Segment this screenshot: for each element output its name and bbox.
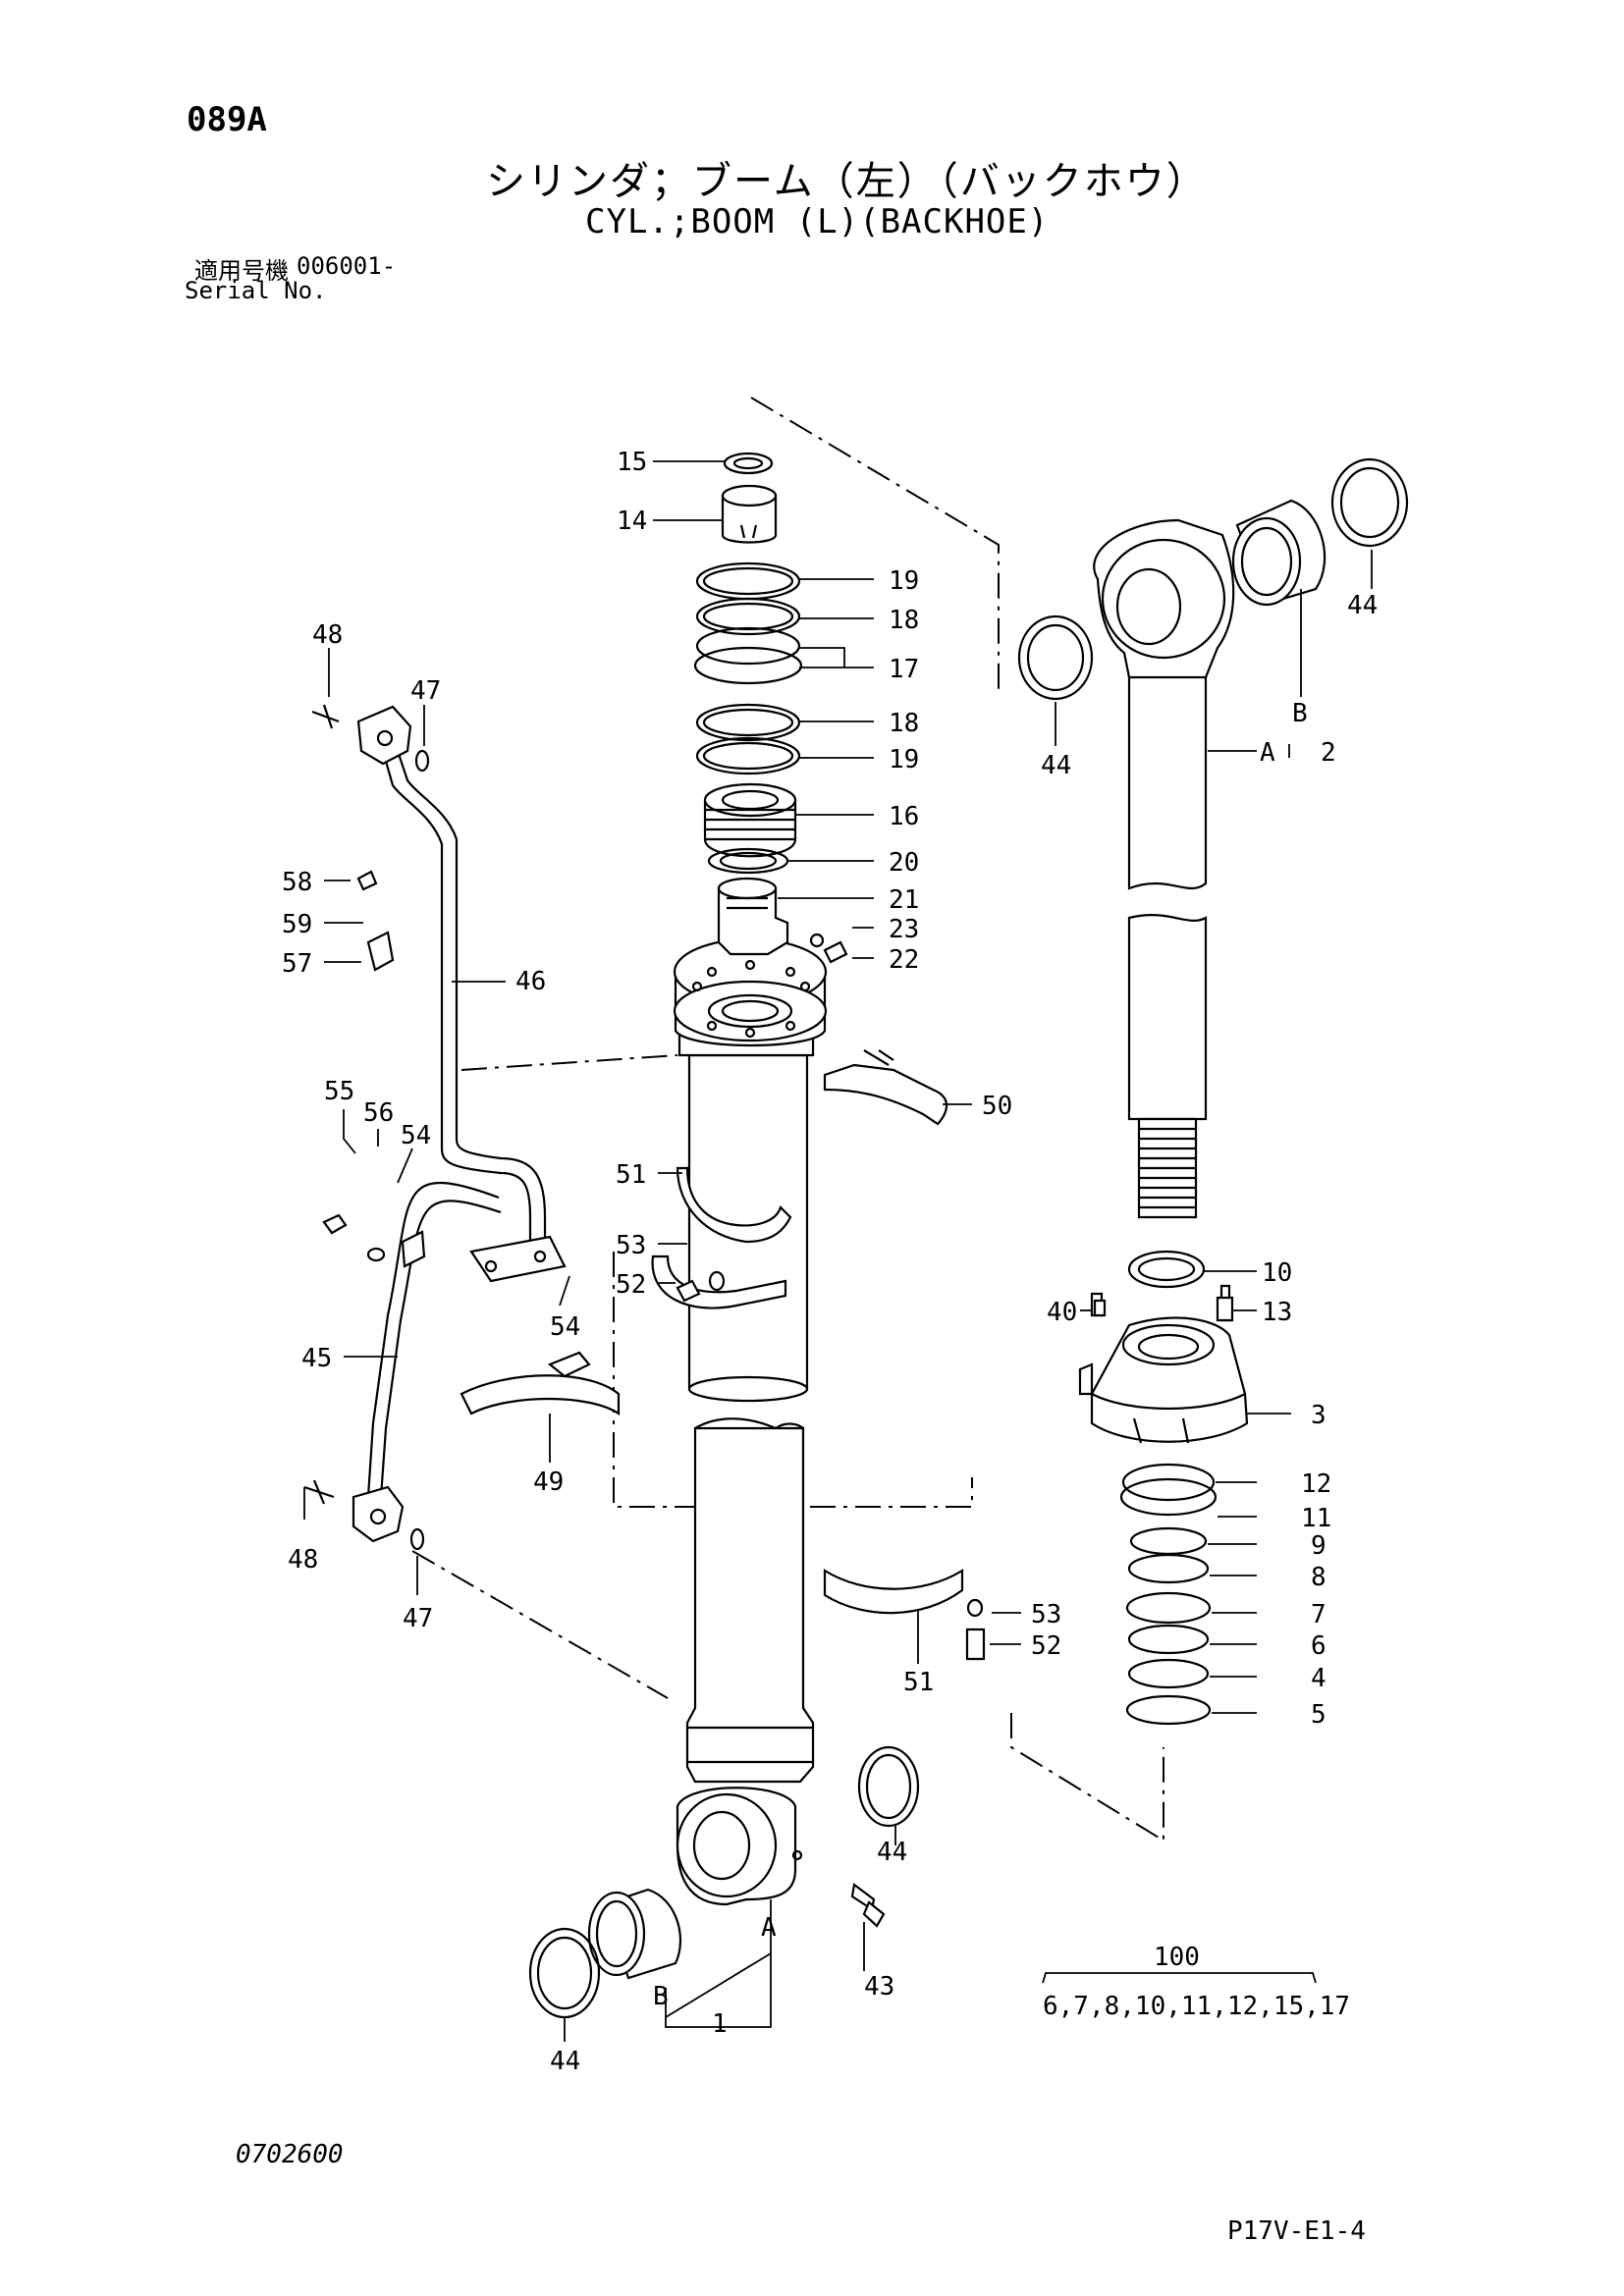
assembly-centerlines	[411, 397, 1164, 1842]
callout-19: 19	[889, 566, 919, 596]
callout-6: 6	[1311, 1631, 1326, 1661]
callout-47-lower: 47	[403, 1604, 433, 1633]
callout-54: 54	[401, 1121, 431, 1150]
callout-20: 20	[889, 848, 919, 878]
sheet-number: P17V-E1-4	[1227, 2216, 1366, 2246]
callout-46: 46	[515, 967, 546, 996]
callout-22: 22	[889, 945, 919, 975]
callout-47: 47	[410, 676, 441, 706]
rod-end-bushing-and-rings	[1017, 457, 1409, 701]
leader-lines	[303, 460, 1373, 2042]
kit-bracket	[1042, 1972, 1317, 1984]
callout-40: 40	[1047, 1298, 1077, 1327]
callout-9: 9	[1311, 1531, 1326, 1561]
callout-11: 11	[1301, 1504, 1331, 1533]
callout-10: 10	[1262, 1258, 1292, 1288]
callout-56: 56	[363, 1098, 394, 1128]
callout-53-lower: 53	[1031, 1600, 1061, 1629]
callout-17: 17	[889, 655, 919, 684]
callout-52: 52	[616, 1270, 646, 1300]
callout-51-lower: 51	[903, 1668, 934, 1697]
clamps-and-fasteners	[322, 870, 1234, 1661]
callout-55: 55	[324, 1077, 354, 1106]
callout-50: 50	[982, 1092, 1012, 1121]
callout-59: 59	[282, 910, 312, 939]
callout-48: 48	[312, 620, 343, 650]
callout-2: 2	[1321, 738, 1336, 768]
hydraulic-pipes	[303, 704, 567, 1551]
callout-45: 45	[301, 1344, 332, 1373]
callout-58: 58	[282, 868, 312, 897]
callout-18-lower: 18	[889, 709, 919, 738]
callout-44-bottom: 44	[550, 2047, 580, 2076]
piston-parts-stack	[693, 452, 848, 964]
callout-7: 7	[1311, 1600, 1326, 1629]
piston-rod	[1093, 518, 1235, 1219]
callout-52-lower: 52	[1031, 1631, 1061, 1661]
callout-57: 57	[282, 949, 312, 979]
callout-15: 15	[617, 448, 647, 477]
callout-44-rod: 44	[1041, 751, 1071, 780]
callout-8: 8	[1311, 1563, 1326, 1592]
kit-number: 100	[1154, 1943, 1200, 1972]
callout-21: 21	[889, 885, 919, 915]
cylinder-tube	[676, 1053, 815, 1906]
callout-5: 5	[1311, 1700, 1326, 1730]
callout-54-lower: 54	[550, 1312, 580, 1342]
callout-18: 18	[889, 606, 919, 635]
callout-1: 1	[712, 2009, 728, 2039]
callout-48-lower: 48	[288, 1545, 318, 1575]
callout-16: 16	[889, 802, 919, 831]
callout-49: 49	[533, 1468, 564, 1497]
callout-A-base: A	[761, 1913, 777, 1943]
callout-19-lower: 19	[889, 745, 919, 774]
callout-labels: 15 14 19 18 17 18 19 16 20 21 23 22 50 5…	[282, 448, 1378, 2076]
page-code: 089A	[187, 100, 267, 139]
rod-cover-assembly	[1078, 1250, 1249, 1726]
callout-44-base: 44	[877, 1838, 907, 1867]
page-title-english: CYL.;BOOM (L)(BACKHOE)	[585, 202, 1050, 241]
callout-13: 13	[1262, 1298, 1292, 1327]
callout-B-base: B	[653, 1982, 669, 2011]
callout-44-top-right: 44	[1347, 591, 1378, 620]
serial-number-value: 006001-	[297, 252, 397, 280]
drawing-number: 0702600	[236, 2140, 344, 2169]
callout-23: 23	[889, 915, 919, 944]
kit-contents: 6,7,8,10,11,12,15,17	[1043, 1992, 1350, 2021]
callout-3: 3	[1311, 1401, 1326, 1430]
callout-12: 12	[1301, 1469, 1331, 1499]
serial-label-japanese: 適用号機	[194, 257, 289, 285]
callout-43: 43	[864, 1972, 894, 2002]
serial-label-english: Serial No.	[185, 277, 327, 304]
page-title-japanese: シリンダ；ブーム（左）（バックホウ）	[486, 159, 1208, 204]
callout-51: 51	[616, 1160, 646, 1190]
cylinder-head-flange	[673, 937, 828, 1057]
callout-53: 53	[616, 1231, 646, 1260]
callout-14: 14	[617, 507, 647, 536]
callout-A-rod: A	[1260, 738, 1275, 768]
callout-4: 4	[1311, 1664, 1326, 1693]
callout-B-rod: B	[1292, 699, 1308, 728]
